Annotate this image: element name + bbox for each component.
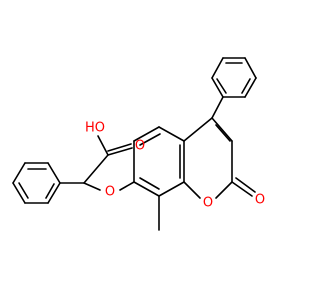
carbonyl-acid-bond <box>107 147 133 156</box>
lactone-carbonyl-bond-2 <box>235 177 256 193</box>
lactone-carbonyl-bond <box>231 181 253 197</box>
ether-bond-alkyl <box>83 182 101 191</box>
hydroxyl-bond <box>97 135 109 156</box>
ether-bond-aryl <box>119 181 135 191</box>
ring-oxygen-label: O <box>203 196 213 211</box>
carbonyl-acid-label: O <box>135 139 145 154</box>
top-phenyl-ring <box>211 57 257 98</box>
alpha-carboxyl-bond <box>83 154 109 184</box>
benzo-ring <box>133 126 185 197</box>
carbonyl-acid-bond-2 <box>107 143 132 152</box>
structure-canvas: HO O O O O <box>12 57 265 231</box>
molecule-structure: HO O O O O <box>12 57 265 231</box>
phenyl-c4-bond <box>211 96 224 119</box>
pyranone-ring <box>183 117 233 199</box>
bonds <box>12 57 257 231</box>
left-phenyl-ring <box>12 162 61 204</box>
lactone-carbonyl-label: O <box>255 193 265 208</box>
hydroxyl-label: HO <box>85 121 105 136</box>
ether-oxygen-label: O <box>105 185 115 200</box>
